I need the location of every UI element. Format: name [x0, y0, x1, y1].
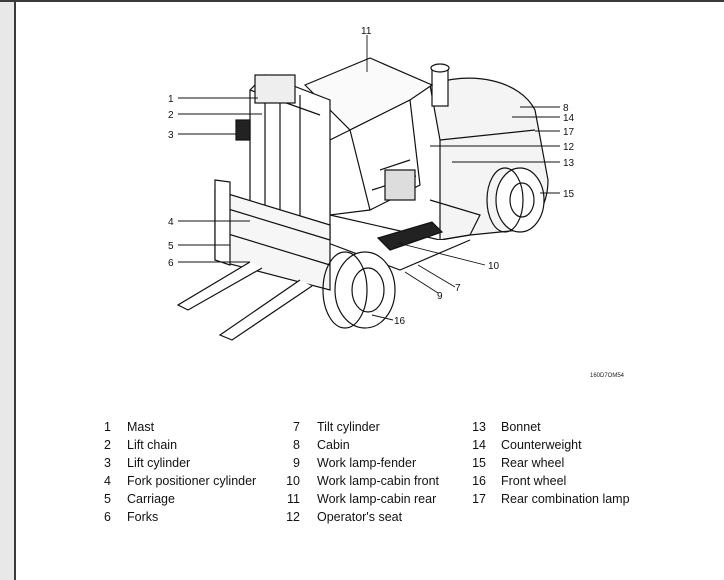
window-top-border [0, 0, 724, 2]
legend-column-3: 13 Bonnet 14 Counterweight 15 Rear wheel 16… [470, 418, 630, 508]
legend-number: 11 [287, 492, 300, 506]
legend-item: 3 Lift cylinder [98, 454, 256, 472]
legend-number: 1 [104, 420, 111, 434]
callout-8: 8 [563, 103, 569, 114]
legend-item: 12 Operator's seat [280, 508, 439, 526]
callout-4: 4 [168, 217, 174, 228]
legend-item: 13 Bonnet [470, 418, 630, 436]
legend-label: Rear wheel [501, 456, 565, 470]
legend-item: 7 Tilt cylinder [280, 418, 439, 436]
legend-item: 16 Front wheel [470, 472, 630, 490]
legend-number: 17 [472, 492, 486, 506]
callout-12: 12 [563, 142, 575, 153]
legend-label: Counterweight [501, 438, 582, 452]
legend-number: 16 [472, 474, 486, 488]
legend-label: Cabin [317, 438, 350, 452]
callout-10: 10 [488, 261, 500, 272]
callout-17: 17 [563, 127, 575, 138]
legend-item: 9 Work lamp-fender [280, 454, 439, 472]
legend-label: Fork positioner cylinder [127, 474, 257, 488]
legend-item: 4 Fork positioner cylinder [98, 472, 256, 490]
legend-label: Rear combination lamp [501, 492, 630, 506]
legend-label: Forks [127, 510, 159, 524]
legend-number: 7 [293, 420, 300, 434]
callout-5: 5 [168, 241, 174, 252]
figure-code: 160D7OM54 [590, 373, 625, 379]
legend-number: 12 [286, 510, 300, 524]
callout-1: 1 [168, 94, 174, 105]
legend-label: Work lamp-cabin front [317, 474, 440, 488]
legend-label: Lift chain [127, 438, 178, 452]
legend-label: Lift cylinder [127, 456, 191, 470]
legend-number: 13 [472, 420, 486, 434]
legend-item: 11 Work lamp-cabin rear [280, 490, 439, 508]
legend-item: 14 Counterweight [470, 436, 630, 454]
callout-14: 14 [563, 113, 575, 124]
legend-item: 2 Lift chain [98, 436, 256, 454]
legend-number: 3 [104, 456, 111, 470]
legend-number: 10 [286, 474, 300, 488]
leader-lines [178, 35, 560, 321]
callout-11: 11 [361, 26, 372, 37]
legend-item: 10 Work lamp-cabin front [280, 472, 439, 490]
legend-item: 1 Mast [98, 418, 256, 436]
callout-13: 13 [563, 158, 575, 169]
callout-6: 6 [168, 258, 174, 269]
callout-3: 3 [168, 130, 174, 141]
legend-number: 4 [104, 474, 111, 488]
legend-label: Tilt cylinder [317, 420, 380, 434]
callout-16: 16 [394, 316, 406, 327]
legend-column-1: 1 Mast 2 Lift chain 3 Lift cylinder 4 Fork p… [98, 418, 256, 526]
legend-label: Carriage [127, 492, 175, 506]
legend-item: 8 Cabin [280, 436, 439, 454]
legend-label: Work lamp-cabin rear [317, 492, 437, 506]
legend-number: 8 [293, 438, 300, 452]
legend-item: 5 Carriage [98, 490, 256, 508]
callout-15: 15 [563, 189, 575, 200]
callout-7: 7 [455, 283, 461, 294]
callout-9: 9 [437, 291, 443, 302]
legend-number: 2 [104, 438, 111, 452]
callout-2: 2 [168, 110, 174, 121]
legend-item: 6 Forks [98, 508, 256, 526]
forklift-drawing [176, 57, 549, 341]
legend-number: 6 [104, 510, 111, 524]
legend-item: 17 Rear combination lamp [470, 490, 630, 508]
legend-label: Mast [127, 420, 155, 434]
legend-number: 5 [104, 492, 111, 506]
legend-number: 9 [293, 456, 300, 470]
legend-number: 14 [472, 438, 486, 452]
callout-numbers: 1 2 3 4 5 6 7 8 9 10 11 12 13 14 15 16 1… [168, 26, 575, 327]
legend-label: Front wheel [501, 474, 567, 488]
legend-label: Work lamp-fender [317, 456, 417, 470]
legend-number: 15 [472, 456, 486, 470]
legend-label: Operator's seat [317, 510, 403, 524]
legend-label: Bonnet [501, 420, 541, 434]
legend-item: 15 Rear wheel [470, 454, 630, 472]
